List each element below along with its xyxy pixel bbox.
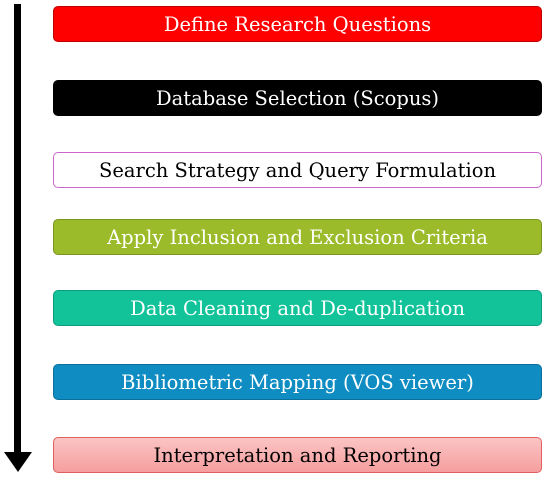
step-search-strategy: Search Strategy and Query Formulation — [53, 152, 542, 188]
step-define-research-questions: Define Research Questions — [53, 6, 542, 42]
flow-arrow-shaft — [14, 4, 21, 455]
step-interpretation-reporting: Interpretation and Reporting — [53, 437, 542, 473]
step-database-selection: Database Selection (Scopus) — [53, 80, 542, 116]
step-data-cleaning: Data Cleaning and De-duplication — [53, 290, 542, 326]
flow-arrow-head-icon — [4, 452, 32, 472]
step-inclusion-exclusion: Apply Inclusion and Exclusion Criteria — [53, 219, 542, 255]
step-bibliometric-mapping: Bibliometric Mapping (VOS viewer) — [53, 364, 542, 400]
